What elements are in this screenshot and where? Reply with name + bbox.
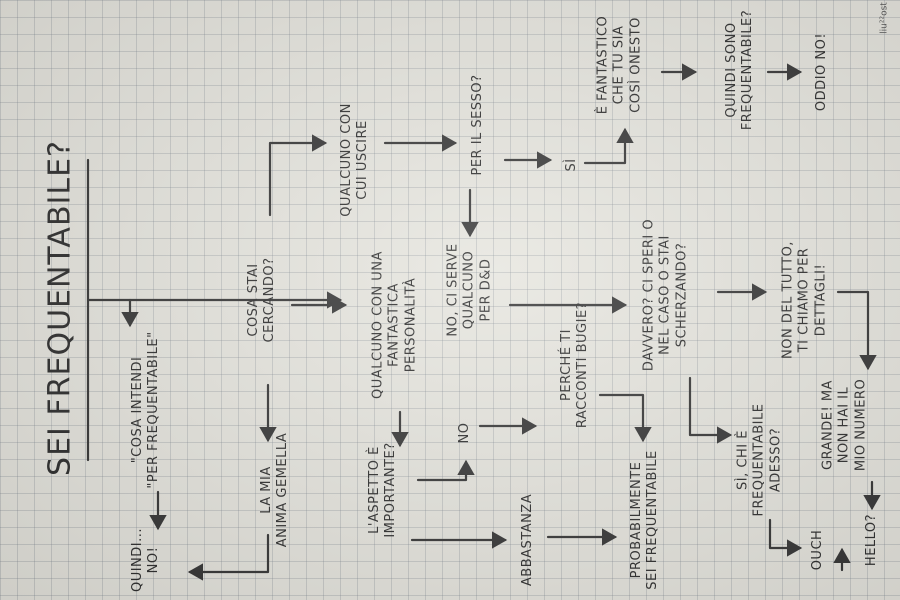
signature: liu²²ost	[879, 2, 890, 34]
node-la-mia-anima-gemella: LA MIA ANIMA GEMELLA	[258, 432, 290, 548]
node-no-ci-serve-d-d: NO, CI SERVE QUALCUNO PER D&D	[445, 243, 494, 337]
node-cosa-stai-cercando: COSA STAI CERCANDO?	[245, 257, 277, 343]
node-probabilmente-frequentabile: PROBABILMENTE SEI FREQUENTABILE	[628, 450, 660, 590]
node-qualcuno-con-cui-uscire: QUALCUNO CON CUI USCIRE	[338, 103, 370, 217]
node-perche-bugie: PERCHÉ TI RACCONTI BUGIE?	[558, 301, 590, 429]
node-quindi-sono-frequentabile: QUINDI SONO FREQUENTABILE?	[723, 9, 755, 131]
diagram-title: SEI FREQUENTABILE?	[42, 140, 78, 476]
arrow-si-chi-to-ouch	[768, 518, 803, 557]
node-oddio-no: ODDIO NO!	[813, 32, 829, 112]
arrow-non-del-tutto-to-grande	[836, 290, 877, 371]
node-si-top: SÌ	[563, 158, 579, 172]
node-e-fantastico: È FANTASTICO CHE TU SIA COSÌ ONESTO	[595, 15, 644, 115]
node-ouch: OUCH	[809, 529, 825, 571]
node-no-mid: NO	[456, 422, 472, 444]
node-qualcuno-fantastica-personalita: QUALCUNO CON UNA FANTASTICA PERSONALITÀ	[370, 251, 419, 399]
node-non-del-tutto: NON DEL TUTTO, TI CHIAMO PER DETTAGLI!	[780, 241, 829, 359]
arrow-la-mia-to-quindi-no	[187, 533, 270, 581]
node-davvero: DAVVERO? CI SPERI O NEL CASO O STAI SCHE…	[641, 218, 690, 372]
node-abbastanza: ABBASTANZA	[519, 493, 535, 587]
arrow-aspetto-to-no	[416, 459, 475, 482]
node-grande-numero: GRANDE! MA NON HAI IL MIO NUMERO	[820, 378, 869, 472]
arrow-si-to-fantastico	[583, 127, 634, 165]
node-aspetto-importante: L'ASPETTO È IMPORTANTE?	[366, 442, 398, 538]
node-per-il-sesso: PER IL SESSO?	[469, 74, 485, 176]
node-hello: HELLO?	[863, 513, 879, 567]
node-si-chi-frequentabile: SÌ, CHI È FREQUENTABILE ADESSO?	[735, 403, 784, 517]
arrow-perche-to-probabilmente	[598, 393, 652, 443]
node-cosa-intendi: "COSA INTENDI "PER FREQUENTABILE"	[129, 331, 161, 489]
node-quindi-no: QUINDI... NO!	[129, 527, 161, 593]
arrow-cosa-stai-to-qualcuno-con	[268, 134, 328, 217]
arrow-davvero-to-si-chi	[688, 376, 733, 444]
